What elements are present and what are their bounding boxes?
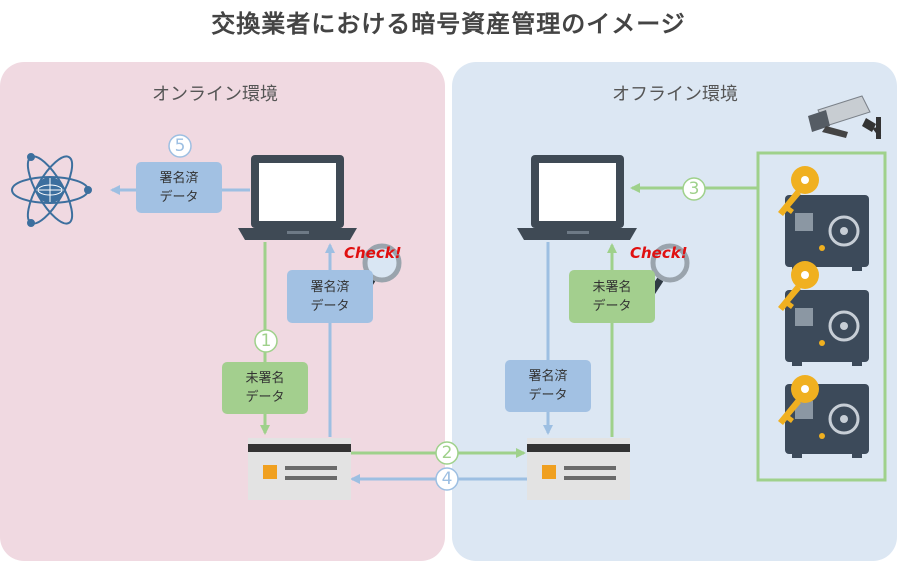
step3-number: 3 <box>688 179 700 199</box>
tag-line: データ <box>310 298 350 314</box>
step1-circle <box>254 329 278 353</box>
step4-number: 4 <box>441 469 453 489</box>
signed-data-tag-network: 署名済データ <box>136 162 222 213</box>
network-atom-icon <box>11 153 92 227</box>
offline-check-label: Check! <box>630 244 688 262</box>
diagram-title: 交換業者における暗号資産管理のイメージ <box>211 10 686 38</box>
offline-card-device-icon <box>527 438 630 500</box>
cold-storage-frame <box>756 151 887 482</box>
step5-circle <box>168 134 192 158</box>
step1-number: 1 <box>260 331 272 351</box>
tag-line: 未署名 <box>245 371 285 386</box>
tag-line: データ <box>592 298 632 314</box>
online-card-device-icon <box>248 438 351 500</box>
key-icon <box>778 261 819 311</box>
offline-laptop-icon <box>517 155 637 240</box>
key-icon <box>778 375 819 425</box>
step2-circle <box>435 441 459 465</box>
signed-data-tag-online: 署名済データ <box>287 270 373 323</box>
tag-line: 署名済 <box>159 170 199 186</box>
tag-line: データ <box>245 390 285 405</box>
safe-icon <box>785 290 869 366</box>
tag-line: データ <box>159 189 199 205</box>
step5-number: 5 <box>174 136 186 156</box>
step3-circle <box>682 177 706 201</box>
unsigned-data-tag-offline: 未署名データ <box>569 270 655 323</box>
tag-line: 署名済 <box>310 279 350 295</box>
online-zone-label: オンライン環境 <box>152 84 278 105</box>
tag-line: データ <box>528 388 568 403</box>
safe-icon <box>785 195 869 271</box>
offline-zone-label: オフライン環境 <box>612 84 738 105</box>
key-icon <box>778 166 819 216</box>
online-check-label: Check! <box>344 244 402 262</box>
security-camera-icon <box>808 95 882 139</box>
step4-circle <box>435 467 459 491</box>
unsigned-data-tag-online: 未署名データ <box>222 362 308 414</box>
signed-data-tag-offline: 署名済データ <box>505 360 591 412</box>
step2-number: 2 <box>441 443 453 463</box>
online-laptop-icon <box>238 155 357 240</box>
tag-line: 署名済 <box>528 369 568 384</box>
tag-line: 未署名 <box>592 279 632 295</box>
